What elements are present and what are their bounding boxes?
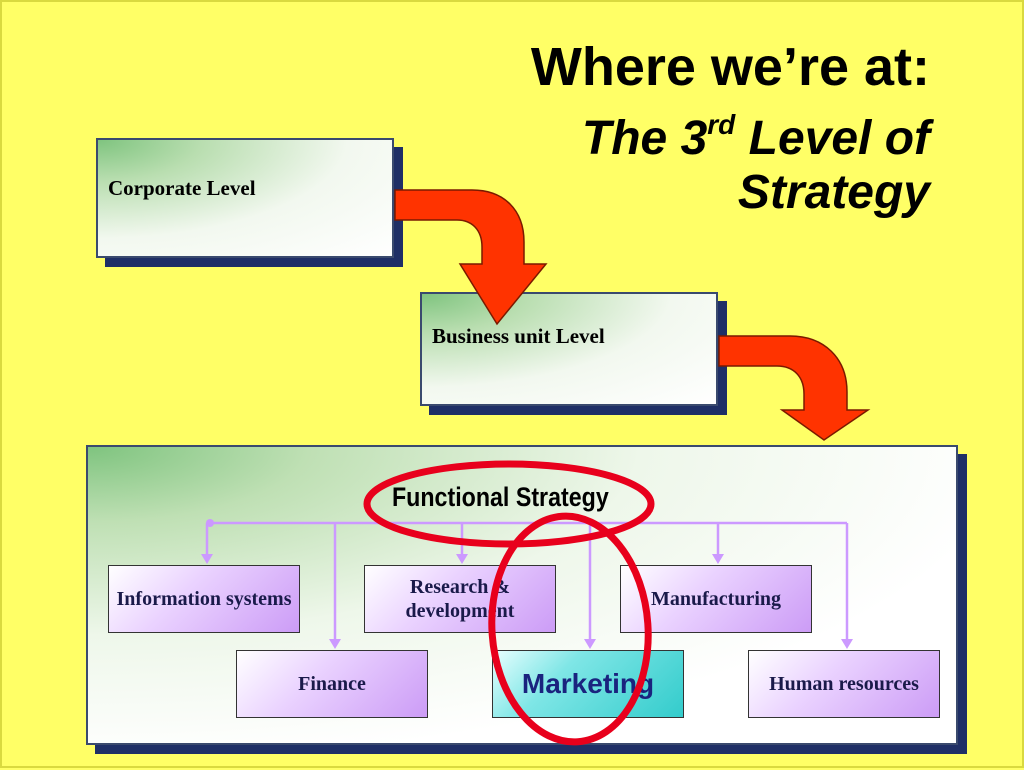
corporate-level-label: Corporate Level	[108, 176, 256, 200]
business-unit-level-box: Business unit Level	[420, 292, 718, 406]
title-line-2-suffix: Level of	[735, 112, 930, 165]
dept-information-systems: Information systems	[108, 565, 300, 633]
title-superscript: rd	[707, 109, 736, 140]
slide-title: Where we’re at: The 3rd Level of Strateg…	[531, 36, 930, 220]
corporate-level-box: Corporate Level	[96, 138, 394, 258]
title-line-3: Strategy	[737, 166, 930, 219]
curved-arrow-business-to-functional	[718, 335, 871, 441]
dept-human-resources: Human resources	[748, 650, 940, 718]
dept-marketing: Marketing	[492, 650, 684, 718]
dept-manufacturing: Manufacturing	[620, 565, 812, 633]
title-line-1: Where we’re at:	[530, 37, 930, 97]
title-line-2: The 3rd Level of	[531, 98, 930, 166]
dept-research-development: Research & development	[364, 565, 556, 633]
dept-finance: Finance	[236, 650, 428, 718]
title-line-2-prefix: The 3	[581, 112, 708, 165]
curved-arrow-corporate-to-business	[394, 189, 548, 326]
functional-strategy-title: Functional Strategy	[392, 482, 609, 512]
business-unit-level-label: Business unit Level	[432, 324, 605, 348]
